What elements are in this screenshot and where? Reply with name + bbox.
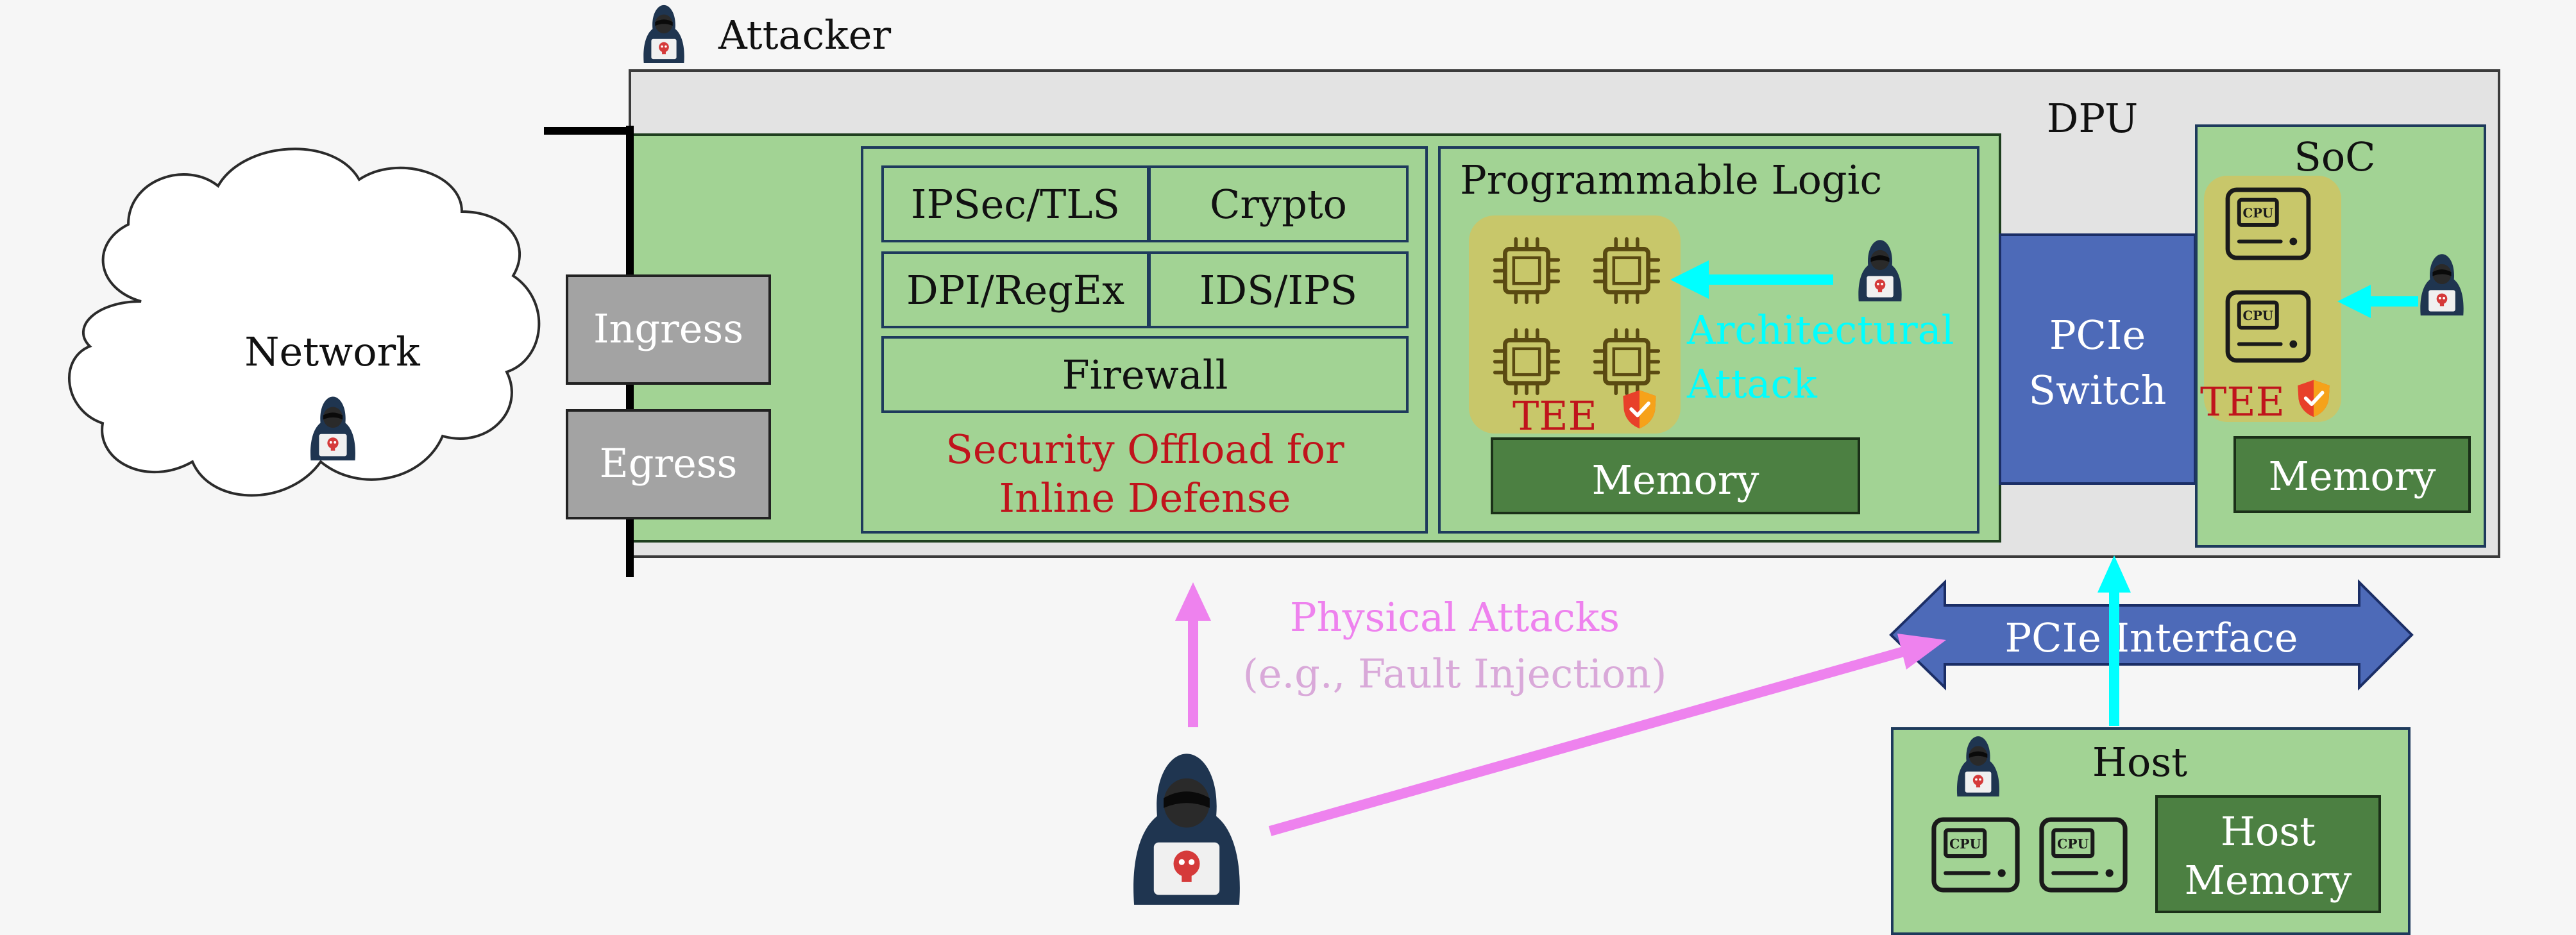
ingress-box <box>566 274 771 385</box>
pl-tee-region <box>1469 215 1681 434</box>
network-cloud <box>68 147 541 497</box>
pl-tee-label: TEE <box>1513 392 1597 439</box>
soc-attack-arrowhead <box>2337 285 2371 318</box>
physical-attacks-label-1: Physical Attacks <box>1290 594 1620 641</box>
programmable-logic-label: Programmable Logic <box>1460 156 1882 203</box>
host-memory-box <box>2155 795 2381 913</box>
ids-box <box>1148 251 1409 328</box>
attacker-top-icon <box>643 4 684 63</box>
egress-label: Egress <box>600 440 738 487</box>
crypto-box <box>1148 165 1409 242</box>
network-label: Network <box>244 328 420 375</box>
security-offload-caption-2: Inline Defense <box>999 475 1291 521</box>
physical-attacks-label-2: (e.g., Fault Injection) <box>1243 650 1667 697</box>
pcie-switch-box <box>1999 233 2196 485</box>
pl-memory-label: Memory <box>1592 457 1759 503</box>
physical-attack-diag-arrowhead <box>1897 634 1946 670</box>
pl-memory-box <box>1491 437 1860 514</box>
pcie-interface-arrow <box>1889 579 2414 691</box>
architectural-attack-label-2: Attack <box>1686 360 1817 407</box>
architectural-attack-arrowhead <box>1670 260 1709 299</box>
physical-attacker-icon <box>1133 754 1240 905</box>
ipsec-label: IPSec/TLS <box>911 181 1120 228</box>
egress-box <box>566 409 771 519</box>
dpu-label: DPU <box>2047 95 2139 142</box>
crypto-label: Crypto <box>1210 181 1347 228</box>
ingress-label: Ingress <box>593 305 743 352</box>
pcie-switch-label-1: PCIe <box>2049 312 2146 358</box>
firewall-label: Firewall <box>1062 351 1228 398</box>
physical-attack-up-arrowhead <box>1175 582 1211 621</box>
pcie-interface-label: PCIe Interface <box>2004 614 2298 661</box>
host-memory-label-1: Host <box>2221 808 2316 855</box>
soc-memory-box <box>2233 436 2471 513</box>
soc-tee-label: TEE <box>2200 378 2285 425</box>
host-label: Host <box>2092 739 2187 786</box>
soc-memory-label: Memory <box>2269 453 2436 500</box>
pcie-switch-label-2: Switch <box>2029 367 2167 414</box>
dpi-box <box>881 251 1149 328</box>
ids-label: IDS/IPS <box>1199 267 1357 314</box>
host-memory-label-2: Memory <box>2185 857 2352 904</box>
security-offload-caption-1: Security Offload for <box>945 426 1344 473</box>
physical-attack-diag-arrow <box>1268 646 1906 836</box>
host-to-dpu-arrowhead <box>2097 555 2131 593</box>
soc-label: SoC <box>2294 133 2375 180</box>
firewall-box <box>881 336 1409 413</box>
dpi-label: DPI/RegEx <box>906 267 1124 314</box>
attacker-label: Attacker <box>718 12 891 58</box>
ipsec-box <box>881 165 1149 242</box>
architectural-attack-label-1: Architectural <box>1686 307 1954 353</box>
